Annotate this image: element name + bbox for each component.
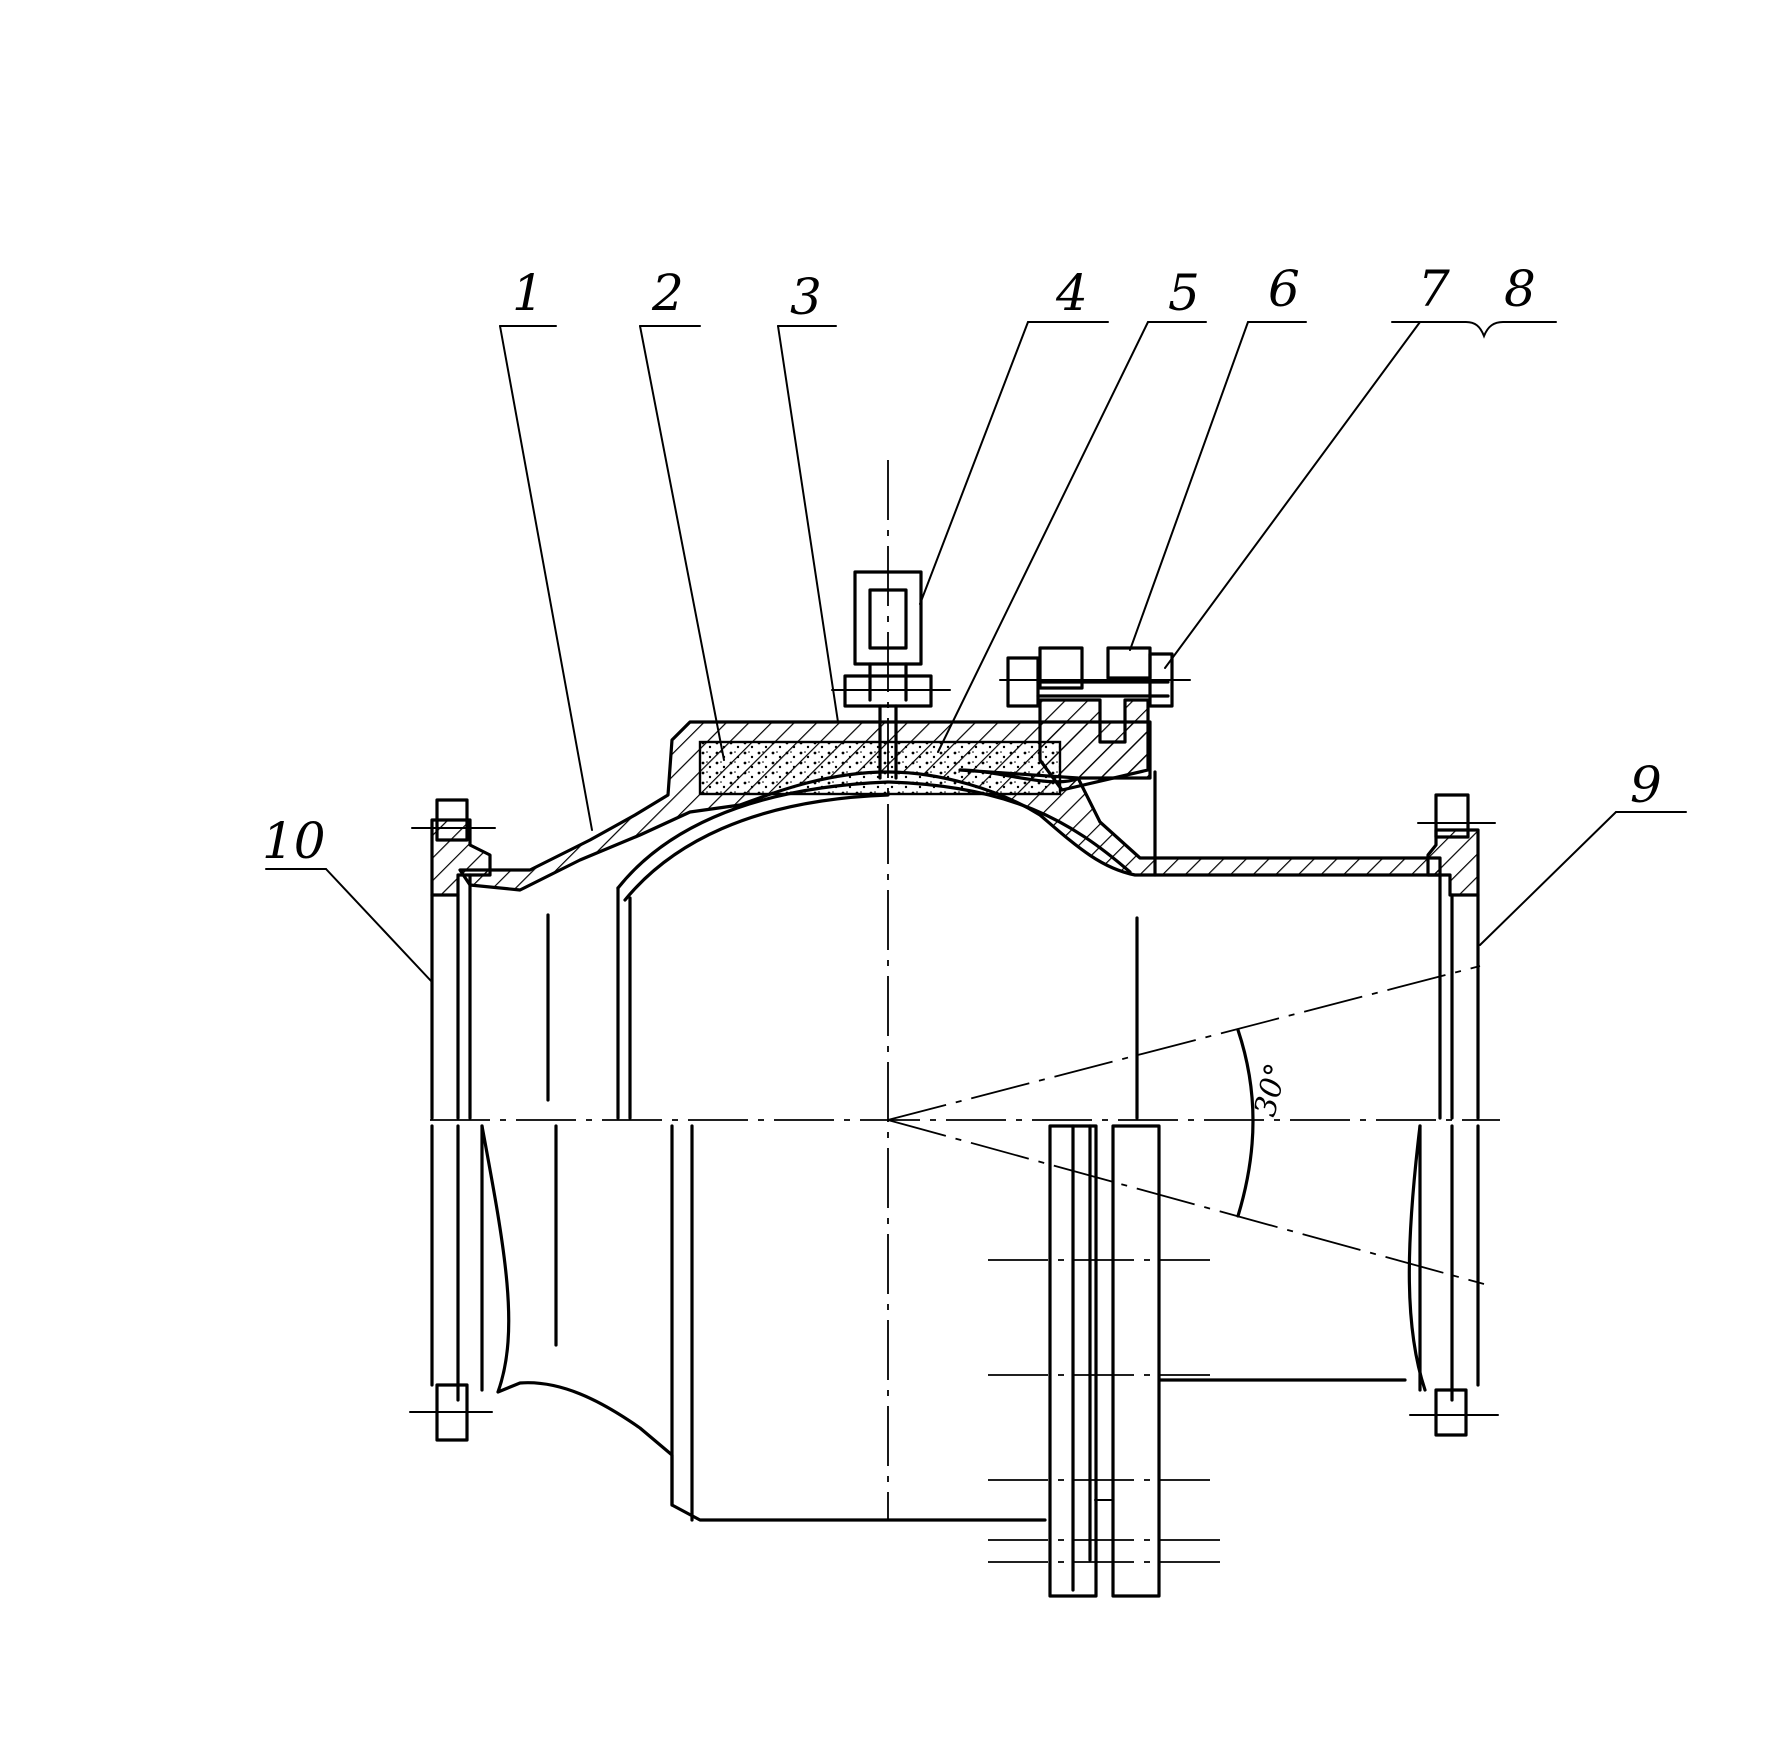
- callout-8: 8: [1504, 260, 1536, 318]
- callout-3: 3: [790, 268, 822, 326]
- callout-4: 4: [1055, 264, 1088, 322]
- callout-9: 9: [1630, 756, 1662, 814]
- lower-stud-right: [1113, 1126, 1159, 1596]
- brace-7-8: [1392, 322, 1556, 336]
- callout-6: 6: [1268, 260, 1300, 318]
- angle-construction: 30°: [888, 966, 1484, 1284]
- callout-2: 2: [651, 264, 684, 322]
- body-section-upper: [412, 572, 1495, 1118]
- angle-label: 30°: [1248, 1060, 1295, 1120]
- center-lines: [430, 460, 1500, 1520]
- gland-bolt-head: [1008, 658, 1038, 706]
- left-neck-outline: [482, 1126, 1045, 1520]
- callout-7: 7: [1418, 260, 1450, 318]
- body-outside-lower: [410, 1126, 1498, 1596]
- callout-1: 1: [512, 264, 544, 322]
- callout-5: 5: [1168, 264, 1200, 322]
- angle-arc: [1238, 1030, 1253, 1216]
- callout-10: 10: [262, 812, 326, 870]
- angle-ray-upper: [888, 966, 1480, 1120]
